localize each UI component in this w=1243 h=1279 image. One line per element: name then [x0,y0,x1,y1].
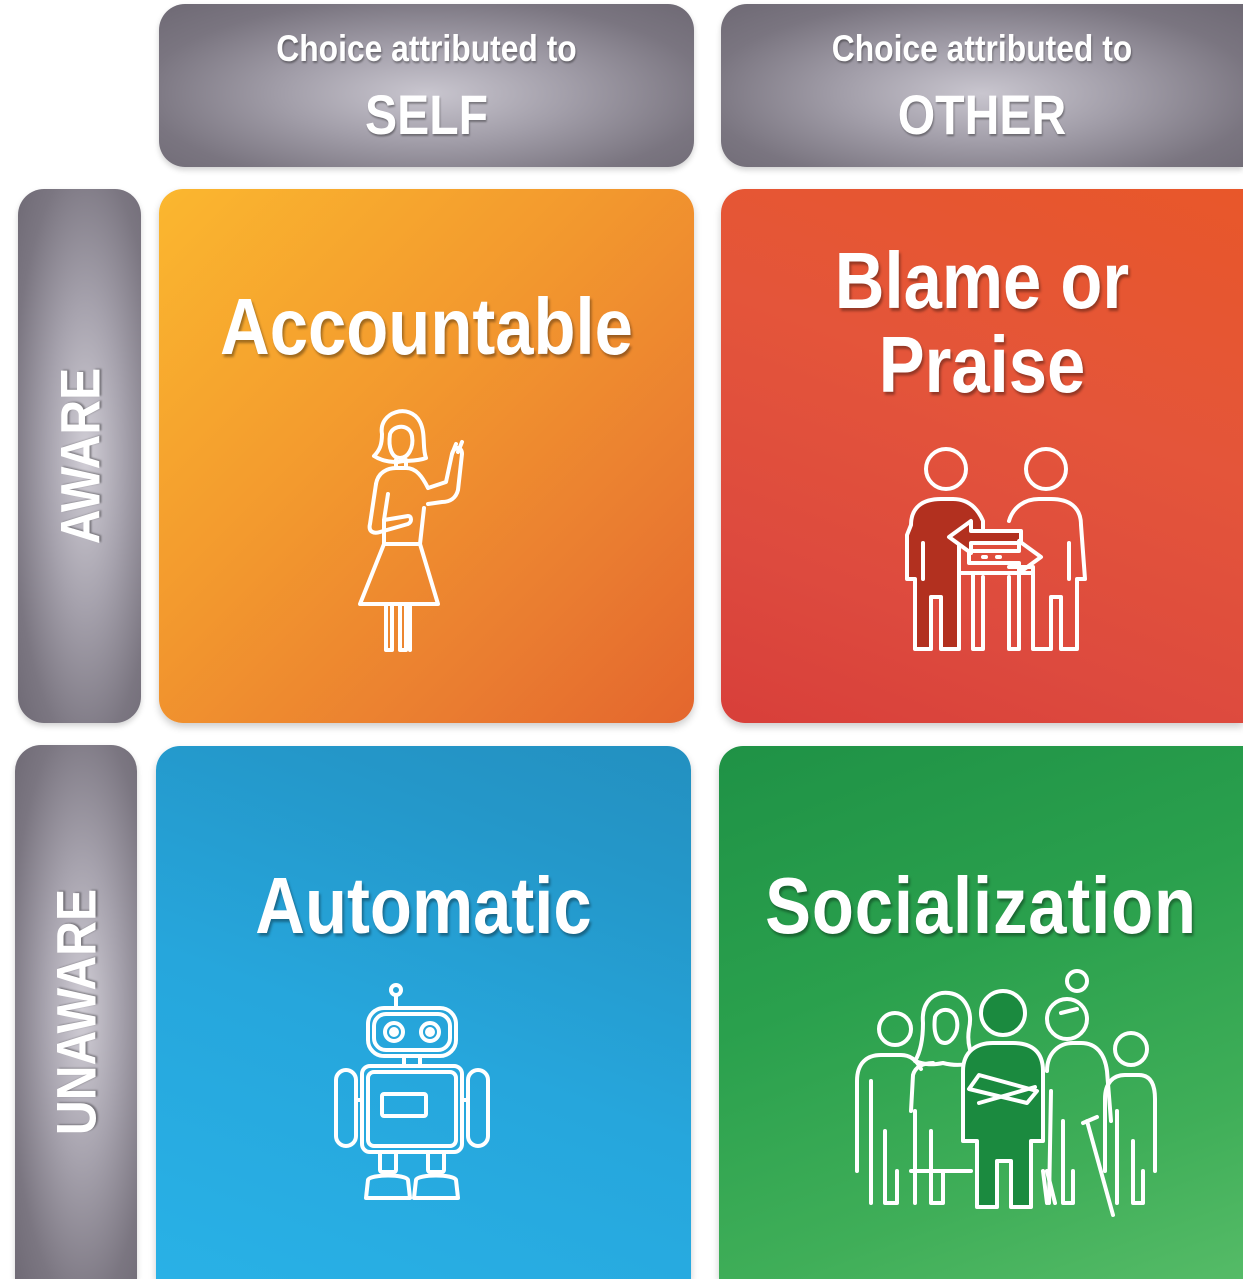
row-header-aware: AWARE [18,189,141,723]
quadrant-accountable-title: Accountable [220,282,633,371]
quadrant-blame-title-line2: Praise [878,320,1086,409]
group-of-people-icon [851,969,1157,1221]
quadrant-automatic-title: Automatic [255,861,592,950]
robot-icon [332,982,492,1206]
quadrant-socialization: Socialization [719,746,1243,1279]
column-header-self-line1: Choice attributed to [276,28,577,69]
row-header-aware-label: AWARE [48,367,111,545]
column-header-self-line2: SELF [364,83,489,146]
two-people-arrows-icon [901,447,1091,657]
quadrant-socialization-title: Socialization [765,861,1197,950]
quadrant-automatic: Automatic [156,746,691,1279]
column-header-other: Choice attributed to OTHER [721,4,1243,167]
row-header-unaware: UNAWARE [15,745,137,1279]
quadrant-blame-title-line1: Blame or [834,236,1130,325]
row-header-unaware-label: UNAWARE [44,888,108,1136]
column-header-other-line2: OTHER [897,83,1067,146]
column-header-other-line1: Choice attributed to [831,28,1133,69]
quadrant-blame-or-praise-title: Blame or Praise [758,239,1207,407]
quadrant-accountable: Accountable [159,189,694,723]
quadrant-blame-or-praise: Blame or Praise [721,189,1243,723]
column-header-self: Choice attributed to SELF [159,4,694,167]
woman-raising-hand-icon [354,404,474,664]
